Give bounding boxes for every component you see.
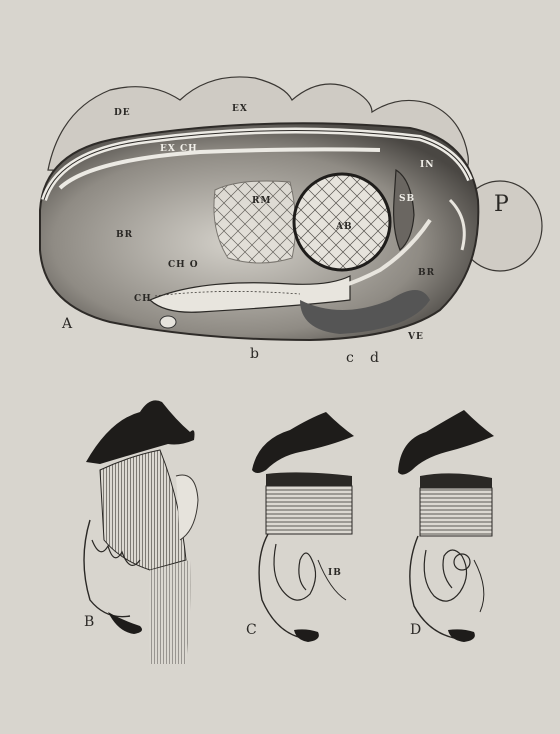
figure-c-letter: C (246, 622, 257, 638)
figure-b-drawing (84, 400, 198, 664)
figure-b-letter: B (84, 614, 94, 630)
figure-c-drawing (252, 412, 354, 642)
label-ib: IB (328, 568, 342, 578)
figure-d-drawing (398, 410, 494, 642)
figure-d-letter: D (410, 622, 421, 638)
